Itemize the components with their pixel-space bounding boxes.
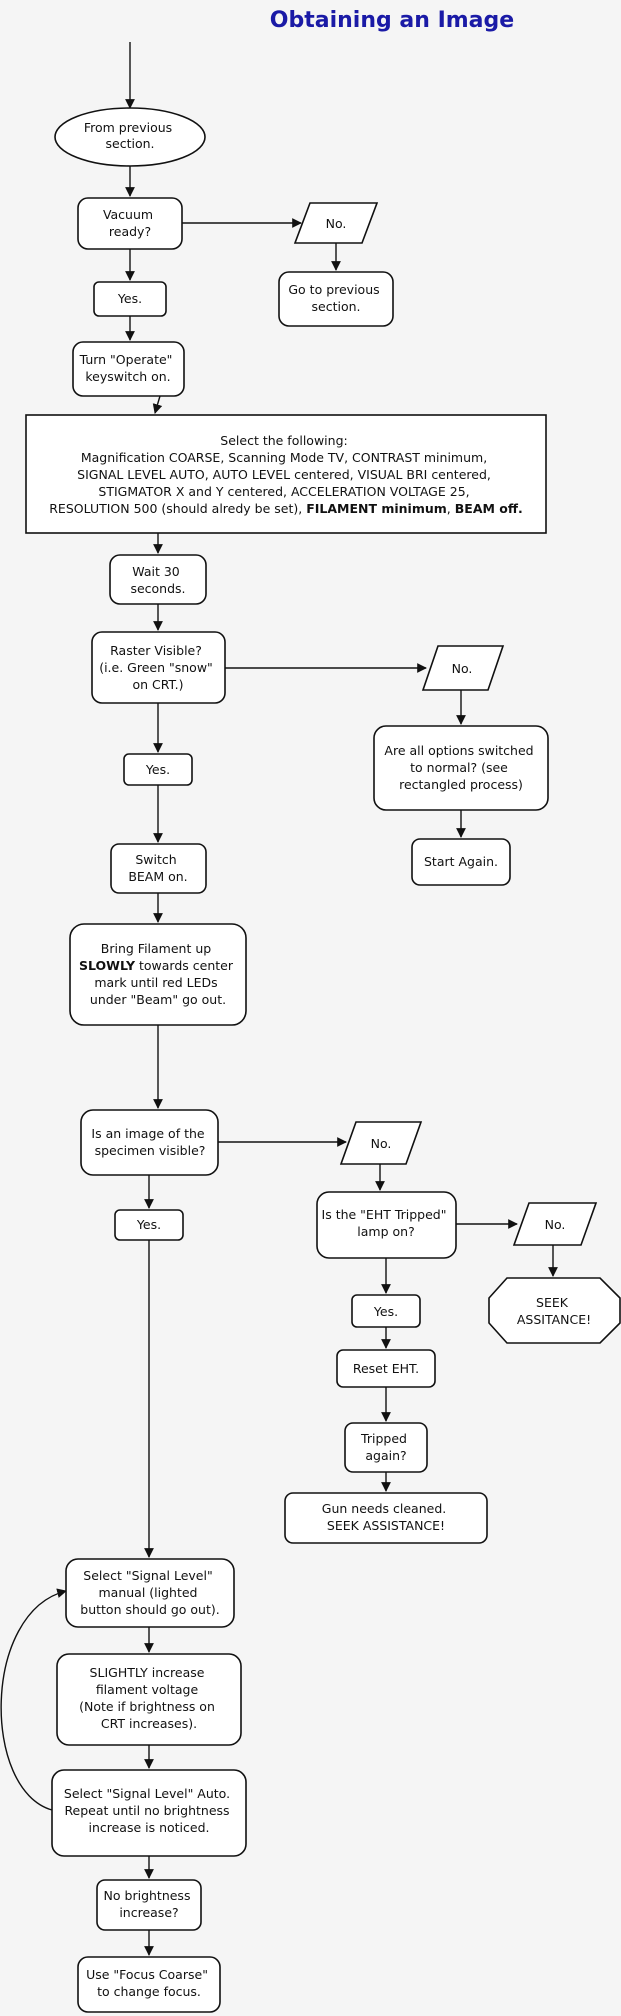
svg-text:Yes.: Yes. xyxy=(136,1217,161,1232)
svg-text:Yes.: Yes. xyxy=(373,1304,398,1319)
svg-text:Reset EHT.: Reset EHT. xyxy=(353,1361,419,1376)
svg-text:Start Again.: Start Again. xyxy=(424,854,498,869)
page-title: Obtaining an Image xyxy=(270,8,514,33)
edge-operate-select xyxy=(152,395,163,414)
svg-text:From previous section.: From previous section. xyxy=(84,120,176,151)
node-bring-filament: Bring Filament up SLOWLY towards center … xyxy=(69,923,247,1026)
node-no-image: No. xyxy=(339,1121,423,1165)
node-eht-tripped: Is the "EHT Tripped" lamp on? xyxy=(316,1191,457,1259)
node-no-brightness: No brightness increase? xyxy=(96,1879,202,1931)
node-signal-level-auto: Select "Signal Level" Auto. Repeat until… xyxy=(51,1769,247,1857)
node-no-eht: No. xyxy=(512,1202,598,1246)
node-operate-keyswitch: Turn "Operate" keyswitch on. xyxy=(72,341,185,397)
svg-text:SLIGHTLY increase fila: SLIGHTLY increase filament voltage (Note… xyxy=(79,1665,219,1731)
svg-text:Raster Visible? (i.e.: Raster Visible? (i.e. Green "snow" on CR… xyxy=(99,643,217,692)
node-no-vacuum: No. xyxy=(293,202,379,244)
node-gun-cleaned: Gun needs cleaned. SEEK ASSISTANCE! xyxy=(284,1492,488,1544)
svg-text:Is an image of the spe: Is an image of the specimen visible? xyxy=(91,1126,208,1158)
svg-text:Switch BEAM on.: Switch BEAM on. xyxy=(128,852,187,884)
node-go-previous: Go to previous section. xyxy=(278,271,394,327)
svg-text:Select the following:: Select the following: Magnification COAR… xyxy=(49,433,523,516)
node-vacuum-ready: Vacuum ready? xyxy=(77,197,183,250)
node-wait: Wait 30 seconds. xyxy=(109,554,207,605)
svg-text:SEEK ASSITANCE!: SEEK ASSITANCE! xyxy=(517,1295,591,1327)
svg-text:No brightness increase: No brightness increase? xyxy=(104,1888,195,1920)
node-yes-image: Yes. xyxy=(114,1209,184,1241)
node-yes-raster: Yes. xyxy=(123,753,193,786)
node-no-raster: No. xyxy=(421,645,505,691)
svg-text:Vacuum ready?: Vacuum ready? xyxy=(103,207,157,239)
node-seek-assitance: SEEK ASSITANCE! xyxy=(488,1277,621,1344)
node-tripped-again: Tripped again? xyxy=(344,1422,428,1473)
node-yes-eht: Yes. xyxy=(351,1294,421,1328)
svg-text:No.: No. xyxy=(545,1217,566,1232)
node-start: From previous section. xyxy=(54,107,206,167)
edges xyxy=(0,42,558,1956)
node-reset-eht: Reset EHT. xyxy=(336,1349,436,1388)
svg-text:Are all options switched: Are all options switched to normal? (see… xyxy=(384,743,537,792)
svg-text:Turn "Operate" keyswit: Turn "Operate" keyswitch on. xyxy=(79,352,177,384)
node-yes-vacuum: Yes. xyxy=(93,281,167,317)
svg-text:Select "Signal Level": Select "Signal Level" manual (lighted bu… xyxy=(80,1568,219,1617)
edge-loop-back xyxy=(0,1588,67,1811)
node-switch-beam: Switch BEAM on. xyxy=(110,843,207,894)
svg-text:Wait 30 seconds.: Wait 30 seconds. xyxy=(130,564,185,596)
node-options-normal: Are all options switched to normal? (see… xyxy=(373,725,549,811)
svg-text:Go to previous section: Go to previous section. xyxy=(288,282,383,314)
node-focus-coarse: Use "Focus Coarse" to change focus. xyxy=(77,1956,221,2013)
nodes: From previous section. Vacuum ready? No.… xyxy=(25,107,621,2013)
node-signal-level-manual: Select "Signal Level" manual (lighted bu… xyxy=(65,1558,235,1628)
svg-text:Tripped again?: Tripped again? xyxy=(360,1431,411,1463)
node-select-settings: Select the following: Magnification COAR… xyxy=(25,414,547,534)
svg-text:No.: No. xyxy=(326,216,347,231)
svg-text:Yes.: Yes. xyxy=(117,291,142,306)
svg-text:Bring Filament up SLOW: Bring Filament up SLOWLY towards center … xyxy=(79,941,237,1007)
svg-text:Yes.: Yes. xyxy=(145,762,170,777)
svg-text:Use "Focus Coarse" to: Use "Focus Coarse" to change focus. xyxy=(86,1967,212,1999)
node-image-visible: Is an image of the specimen visible? xyxy=(80,1109,219,1176)
svg-text:Select "Signal Level" Auto.: Select "Signal Level" Auto. Repeat until… xyxy=(64,1786,234,1835)
svg-text:No.: No. xyxy=(371,1136,392,1151)
node-increase-filament: SLIGHTLY increase filament voltage (Note… xyxy=(56,1653,242,1746)
svg-text:Gun needs cleaned. SEE: Gun needs cleaned. SEEK ASSISTANCE! xyxy=(322,1501,450,1533)
node-raster-visible: Raster Visible? (i.e. Green "snow" on CR… xyxy=(91,631,226,704)
svg-text:No.: No. xyxy=(452,661,473,676)
svg-text:Is the "EHT Tripped" l: Is the "EHT Tripped" lamp on? xyxy=(322,1207,451,1239)
node-start-again: Start Again. xyxy=(411,838,511,886)
